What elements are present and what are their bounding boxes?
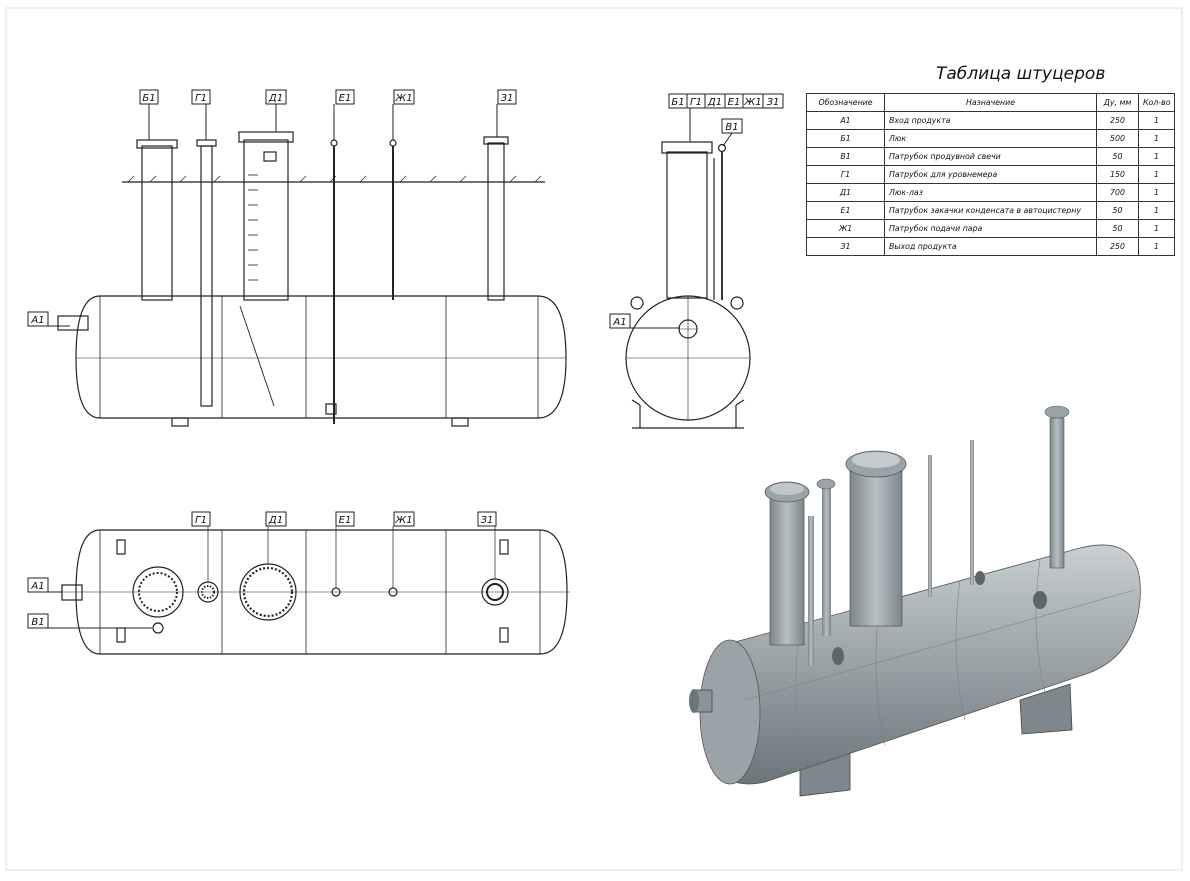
plan-view-tags: Г1 Д1 Е1 Ж1 З1 А1 В1 [27,511,497,629]
cell-qty: 1 [1138,237,1175,256]
svg-text:Ж1: Ж1 [394,93,412,104]
svg-text:В1: В1 [725,122,738,133]
cell-qty: 1 [1138,129,1175,148]
svg-text:Г1: Г1 [195,93,207,104]
isometric-render [689,405,1141,797]
svg-text:З1: З1 [501,93,514,104]
tag-v1-end: В1 [721,118,743,147]
tag-g1-end: Г1 [686,93,706,109]
column-header: Назначение [884,93,1097,112]
table-row: Ж1 Патрубок подачи пара 50 1 [806,219,1175,238]
cell-dn: 50 [1096,147,1139,166]
svg-text:Д1: Д1 [268,515,283,526]
cell-code: З1 [806,237,885,256]
tag-zh1-end: Ж1 [742,93,764,109]
svg-text:Б1: Б1 [142,93,155,104]
front-view [57,131,567,427]
nozzle-table-title: Таблица штуцеров [936,64,1106,84]
tag-d1-front: Д1 [265,89,287,132]
table-row: А1 Вход продукта 250 1 [806,111,1175,130]
table-row: Е1 Патрубок закачки конденсата в автоцис… [806,201,1175,220]
tag-z1-plan: З1 [477,511,497,527]
tag-a1-end: А1 [609,313,680,329]
cell-purpose: Выход продукта [884,237,1097,256]
column-header: Ду, мм [1096,93,1139,112]
cell-dn: 50 [1096,219,1139,238]
cell-code: Б1 [806,129,885,148]
svg-text:А1: А1 [30,315,44,326]
table-row: Г1 Патрубок для уровнемера 150 1 [806,165,1175,184]
cell-qty: 1 [1138,183,1175,202]
tag-z1-front: З1 [496,89,517,137]
svg-text:Д1: Д1 [707,97,722,108]
svg-text:Ж1: Ж1 [394,515,412,526]
svg-text:З1: З1 [767,97,780,108]
tag-b1-front: Б1 [139,89,159,140]
end-view [625,141,751,429]
cell-purpose: Патрубок для уровнемера [884,165,1097,184]
cell-code: Ж1 [806,219,885,238]
cell-dn: 250 [1096,237,1139,256]
tag-a1-front: А1 [27,311,70,327]
cell-dn: 250 [1096,111,1139,130]
cell-code: Е1 [806,201,885,220]
nozzle-table: Обозначение Назначение Ду, мм Кол-во А1 … [806,93,1175,256]
cell-purpose: Вход продукта [884,111,1097,130]
cell-qty: 1 [1138,111,1175,130]
cell-purpose: Патрубок подачи пара [884,219,1097,238]
svg-text:Г1: Г1 [195,515,207,526]
cell-purpose: Люк-лаз [884,183,1097,202]
tag-b1-end: Б1 [668,93,688,109]
table-row: З1 Выход продукта 250 1 [806,237,1175,256]
cell-qty: 1 [1138,219,1175,238]
tag-z1-end: З1 [762,93,784,109]
tag-d1-plan: Д1 [265,511,287,527]
front-view-tags: Б1 Г1 Д1 Е1 Ж1 З1 А1 [27,89,517,327]
cell-qty: 1 [1138,165,1175,184]
cell-code: А1 [806,111,885,130]
svg-text:Д1: Д1 [268,93,283,104]
svg-text:Ж1: Ж1 [743,97,761,108]
cell-dn: 50 [1096,201,1139,220]
svg-text:З1: З1 [481,515,494,526]
tag-g1-front: Г1 [191,89,211,140]
cell-dn: 500 [1096,129,1139,148]
table-header-row: Обозначение Назначение Ду, мм Кол-во [806,93,1175,112]
cell-dn: 150 [1096,165,1139,184]
tag-e1-plan: Е1 [335,511,355,527]
cell-code: В1 [806,147,885,166]
svg-text:Г1: Г1 [690,97,702,108]
tag-e1-end: Е1 [724,93,744,109]
tag-e1-front: Е1 [333,89,355,140]
svg-text:Б1: Б1 [671,97,684,108]
table-row: Б1 Люк 500 1 [806,129,1175,148]
table-row: Д1 Люк-лаз 700 1 [806,183,1175,202]
tag-g1-plan: Г1 [191,511,211,527]
svg-text:В1: В1 [31,617,44,628]
column-header: Обозначение [806,93,885,112]
plan-view [60,526,570,655]
cell-qty: 1 [1138,201,1175,220]
cell-purpose: Патрубок закачки конденсата в автоцистер… [884,201,1097,220]
tag-v1-plan: В1 [27,613,152,629]
svg-text:Е1: Е1 [339,93,352,104]
end-view-tags: Б1 Г1 Д1 Е1 Ж1 З1 В1 [609,93,784,329]
svg-text:Е1: Е1 [339,515,352,526]
svg-text:Е1: Е1 [728,97,741,108]
tag-a1-plan: А1 [27,577,62,593]
cell-qty: 1 [1138,147,1175,166]
cell-code: Д1 [806,183,885,202]
svg-text:А1: А1 [612,317,626,328]
column-header: Кол-во [1138,93,1175,112]
tag-zh1-front: Ж1 [392,89,415,140]
cell-dn: 700 [1096,183,1139,202]
svg-text:А1: А1 [30,581,44,592]
tag-d1-end: Д1 [704,93,726,109]
table-row: В1 Патрубок продувной свечи 50 1 [806,147,1175,166]
cell-code: Г1 [806,165,885,184]
cell-purpose: Люк [884,129,1097,148]
cell-purpose: Патрубок продувной свечи [884,147,1097,166]
tag-zh1-plan: Ж1 [393,511,415,527]
